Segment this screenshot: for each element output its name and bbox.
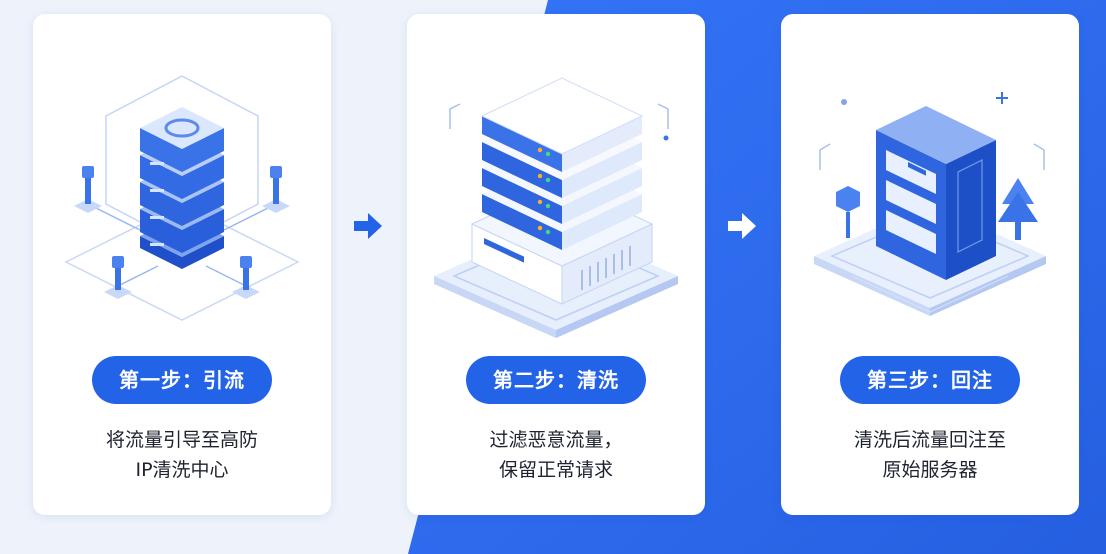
origin-server-tower-icon — [814, 92, 1046, 316]
step-description: 将流量引导至高防 IP清洗中心 — [43, 425, 321, 485]
step-description: 清洗后流量回注至 原始服务器 — [791, 425, 1069, 485]
step-description-line: IP清洗中心 — [135, 459, 229, 481]
step-card-1: 第一步：引流 将流量引导至高防 IP清洗中心 — [33, 14, 331, 515]
server-stack-distribution-icon — [64, 75, 300, 321]
step-description: 过滤恶意流量， 保留正常请求 — [417, 425, 695, 485]
arrow-right-icon — [728, 213, 756, 239]
step-badge: 第一步：引流 — [92, 356, 272, 404]
step-card-2: 第二步：清洗 过滤恶意流量， 保留正常请求 — [407, 14, 705, 515]
step-badge: 第二步：清洗 — [466, 356, 646, 404]
scrubbing-server-rack-icon — [434, 77, 678, 338]
step-description-line: 将流量引导至高防 — [105, 429, 258, 451]
step-badge: 第三步：回注 — [840, 356, 1020, 404]
step-description-line: 清洗后流量回注至 — [853, 429, 1006, 451]
step-card-3: 第三步：回注 清洗后流量回注至 原始服务器 — [781, 14, 1079, 515]
arrow-right-icon — [354, 213, 382, 239]
step-description-line: 过滤恶意流量， — [489, 429, 623, 451]
step-description-line: 保留正常请求 — [498, 459, 613, 481]
step-description-line: 原始服务器 — [882, 459, 978, 481]
